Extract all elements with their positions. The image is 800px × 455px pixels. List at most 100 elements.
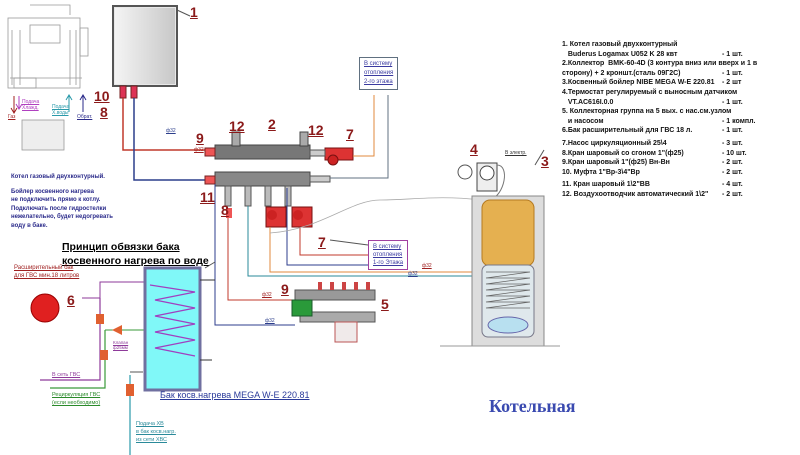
parts-list-item: 11. Кран шаровый 1\2"ВВ- 4 шт.	[562, 180, 794, 190]
collector-group-5	[291, 282, 376, 343]
pump-boiler	[291, 206, 313, 228]
label-line: Подача ХВ	[136, 421, 164, 427]
part-name: 8.Кран шаровый со сгоном 1"(ф25)	[562, 149, 684, 157]
label-cold-supply: Подача	[52, 104, 70, 110]
callout-1: 1	[190, 4, 198, 20]
part-qty: - 1 компл.	[722, 117, 756, 125]
parts-list-item: 8.Кран шаровый со сгоном 1"(ф25)- 10 шт.	[562, 149, 794, 159]
part-qty: - 2 шт.	[722, 159, 743, 167]
callout-7b: 7	[318, 234, 326, 250]
parts-list-item: 1. Котел газовый двухконтурный	[562, 40, 794, 50]
arrow-return	[79, 94, 87, 112]
box-line: В систему	[373, 244, 402, 250]
label-line: Клапан	[113, 340, 129, 345]
callout-8: 8	[100, 104, 108, 120]
boiler-schematic-drawing	[7, 4, 89, 151]
parts-list-item: 4.Термостат регулируемый с выносным датч…	[562, 88, 794, 98]
parts-list-item: 10. Муфта 1"Вр-3\4"Вр- 2 шт.	[562, 168, 794, 178]
part-name: 5. Коллекторная группа на 5 вых. с нас.с…	[562, 108, 732, 116]
part-qty: - 1 шт.	[722, 98, 743, 106]
pipe-label: ф32	[408, 271, 418, 277]
part-qty: - 1 шт.	[722, 69, 743, 77]
note-line: не подключить прямо к котлу.	[11, 197, 101, 203]
part-qty: - 2 шт.	[722, 168, 743, 176]
expansion-tank	[30, 293, 60, 323]
box-line: отопления	[373, 252, 403, 258]
callout-12b: 12	[308, 122, 324, 138]
tank-heading: Принцип обвязки бака косвенного нагрева …	[62, 240, 209, 268]
parts-list-item: 12. Воздухоотводчик автоматический 1\2" -…	[562, 190, 794, 200]
notes: Котел газовый двухконтурный. Бойлер косв…	[11, 173, 113, 230]
part-name: 2.Коллектор BMK-60-4D (3 контура вниз ил…	[562, 60, 758, 68]
label-line: из сети ХВС	[136, 437, 167, 443]
callout-9: 9	[196, 130, 204, 146]
parts-list-item: VT.AC616I.0.0 - 1 шт.	[562, 98, 794, 108]
pump-floor1	[265, 206, 287, 228]
note-line: воду в баке.	[11, 222, 48, 229]
expansion-label: Расширительный бак для ГВС мин.18 литров	[14, 264, 79, 280]
note-line: Бойлер косвенного нагрева	[11, 188, 94, 195]
part-name: 3.Косвенный бойлер NIBE MEGA W-E 220.81	[562, 79, 715, 87]
part-name: VT.AC616I.0.0	[562, 98, 614, 106]
part-name: Buderus Logamax U052 K 28 квт	[562, 50, 678, 58]
pipe-label: ф32	[194, 147, 204, 153]
part-qty: - 4 шт.	[722, 181, 743, 189]
pipe-label: ф32	[262, 292, 272, 298]
label-line: для ГВС мин.18 литров	[14, 273, 80, 279]
part-qty: - 2 шт.	[722, 190, 743, 198]
part-name: 9.Кран шаровый 1"(ф25) Вн-Вн	[562, 159, 670, 167]
arrow-cold	[65, 94, 73, 112]
pump-floor2	[324, 147, 354, 166]
callout-12: 12	[229, 118, 245, 134]
note-line: нежелательно, будет недогревать	[11, 214, 113, 220]
pipe-supply	[122, 98, 215, 151]
callout-8b: 8	[221, 202, 229, 218]
label-line: Рециркуляция ГВС	[52, 392, 101, 398]
box-line: 1-го Этажа	[373, 260, 404, 266]
arrow-gas	[10, 96, 18, 114]
parts-list-item: и насосом- 1 компл.	[562, 117, 794, 127]
part-name: 6.Бак расширительный для ГВС 18 л.	[562, 127, 693, 135]
parts-list-item: Buderus Logamax U052 K 28 квт - 1 шт.	[562, 50, 794, 60]
part-qty: - 2 шт	[722, 79, 742, 87]
thermostat	[457, 162, 505, 211]
note-line: Котел газовый двухконтурный.	[11, 174, 105, 180]
cold-in-label: Подача ХВ в бак косв.нагр. из сети ХВС	[136, 420, 176, 444]
collector	[204, 131, 311, 207]
electric-label: В электр.	[505, 150, 527, 156]
box-line: В систему	[364, 61, 393, 67]
callout-5: 5	[381, 296, 389, 312]
parts-list: 1. Котел газовый двухконтурный Buderus L…	[562, 40, 794, 200]
callout-9b: 9	[281, 281, 289, 297]
pipe-label: ф32	[422, 263, 432, 269]
parts-list-item: 3.Косвенный бойлер NIBE MEGA W-E 220.81-…	[562, 78, 794, 88]
indirect-water-heater	[440, 195, 560, 347]
box-line: 2-го этажа	[364, 79, 393, 85]
part-name: 12. Воздухоотводчик автоматический 1\2"	[562, 190, 709, 198]
parts-list-item: 9.Кран шаровый 1"(ф25) Вн-Вн - 2 шт.	[562, 158, 794, 168]
callout-7: 7	[346, 126, 354, 142]
note-line: Подключать после гидростелки	[11, 205, 107, 212]
part-name: 1. Котел газовый двухконтурный	[562, 41, 678, 48]
valve-label: Клапан ф25мм	[113, 340, 128, 350]
label-heat-return-2: Хлажд.	[22, 105, 39, 111]
part-name: 7.Насос циркуляционный 25\4	[562, 139, 667, 147]
callout-6: 6	[67, 292, 75, 308]
recirc-label: Рециркуляция ГВС (если необходимо)	[52, 391, 100, 407]
label-heat-return: Подача	[22, 99, 40, 105]
label-cold-supply-2: Х.воды	[52, 110, 69, 116]
box-line: отопления	[364, 70, 394, 76]
callout-4: 4	[470, 141, 478, 157]
floor1-heating-box: В систему отопления 1-го Этажа	[368, 240, 409, 270]
parts-list-item: 7.Насос циркуляционный 25\4- 3 шт.	[562, 139, 794, 149]
parts-list-item: 2.Коллектор BMK-60-4D (3 контура вниз ил…	[562, 59, 794, 69]
label-gas: Газ	[8, 114, 16, 120]
pipe-return	[133, 98, 215, 181]
label-line: Расширительный бак	[14, 265, 74, 271]
dhw-out-label: В сеть ГВС	[52, 372, 81, 378]
label-line: (если необходимо)	[52, 400, 101, 406]
part-qty: - 1 шт.	[722, 50, 743, 58]
parts-list-item: сторону) + 2 кроншт.(сталь 09Г2С)- 1 шт.	[562, 69, 794, 79]
heading-line: косвенного нагрева по воде	[62, 255, 209, 267]
parts-list-item: 5. Коллекторная группа на 5 вых. с нас.с…	[562, 107, 794, 117]
